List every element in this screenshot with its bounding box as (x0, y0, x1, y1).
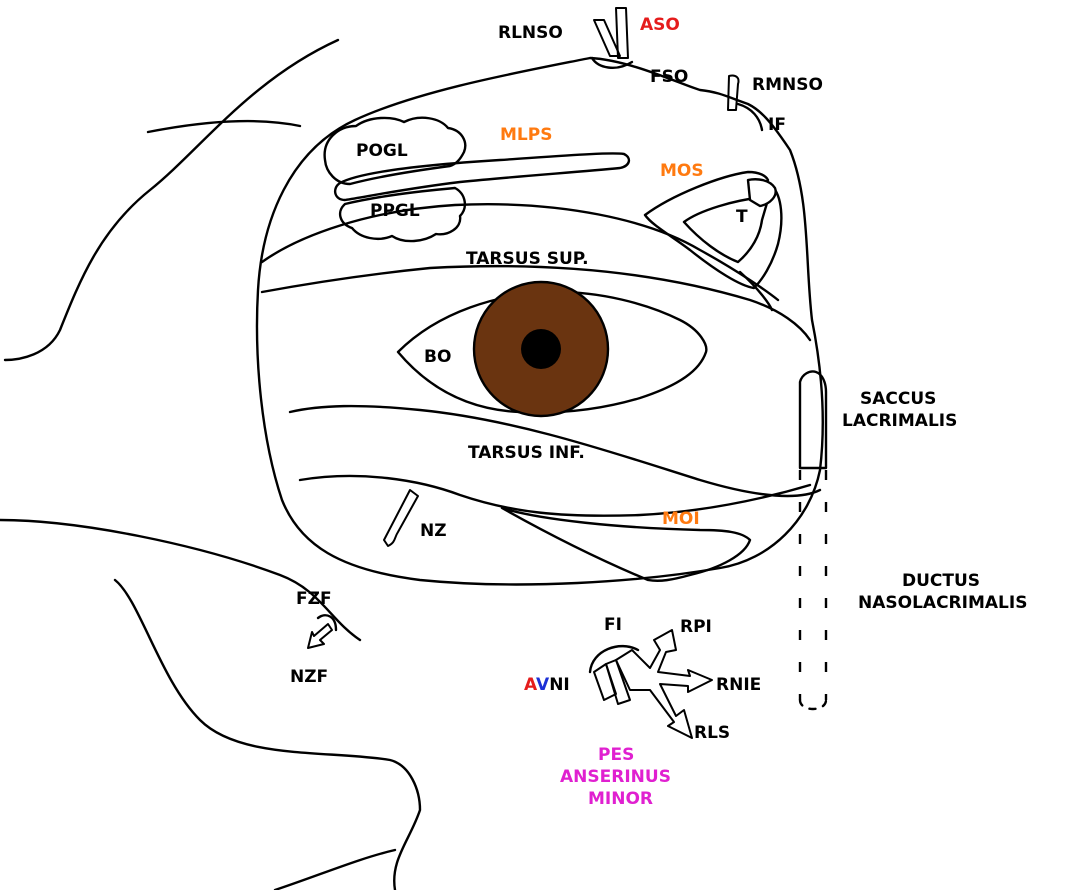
label-minor: MINOR (588, 789, 653, 809)
face-outline-chin (275, 850, 395, 890)
label-rnie: RNIE (716, 675, 761, 695)
label-pes: PES (598, 745, 634, 765)
label-pogl: POGL (356, 141, 408, 161)
label-mos: MOS (660, 161, 704, 181)
label-avni-v: V (536, 675, 550, 695)
label-ppgl: PPGL (370, 201, 420, 221)
label-t: T (736, 207, 748, 227)
label-rmnso: RMNSO (752, 75, 823, 95)
label-rlnso: RLNSO (498, 23, 563, 43)
label-nasolacrimalis: NASOLACRIMALIS (858, 593, 1027, 613)
label-bo: BO (424, 347, 451, 367)
label-avni: AVNI (524, 675, 570, 695)
nzf-nerve-arrow (308, 624, 332, 648)
vein-vni (594, 664, 616, 700)
label-rpi: RPI (680, 617, 712, 637)
label-aso: ASO (640, 15, 680, 35)
aso-artery (616, 8, 628, 58)
label-moi: MOI (662, 509, 700, 529)
label-tarsus-inf: TARSUS INF. (468, 443, 585, 463)
label-fzf: FZF (296, 589, 332, 609)
pupil (521, 329, 561, 369)
label-saccus: SACCUS (860, 389, 936, 409)
label-avni-ni: NI (549, 675, 570, 695)
label-nzf: NZF (290, 667, 328, 687)
label-if: IF (768, 115, 786, 135)
label-nz: NZ (420, 521, 447, 541)
label-fi: FI (604, 615, 622, 635)
face-outline-forehead (148, 121, 300, 132)
face-outline-jaw (115, 580, 420, 890)
ductus-bottom (800, 700, 826, 709)
label-ductus: DUCTUS (902, 571, 980, 591)
label-mlps: MLPS (500, 125, 552, 145)
label-lacrimalis: LACRIMALIS (842, 411, 957, 431)
label-tarsus-sup: TARSUS SUP. (466, 249, 589, 269)
label-rls: RLS (694, 723, 730, 743)
label-anserinus: ANSERINUS (560, 767, 671, 787)
label-fso: FSO (650, 67, 688, 87)
